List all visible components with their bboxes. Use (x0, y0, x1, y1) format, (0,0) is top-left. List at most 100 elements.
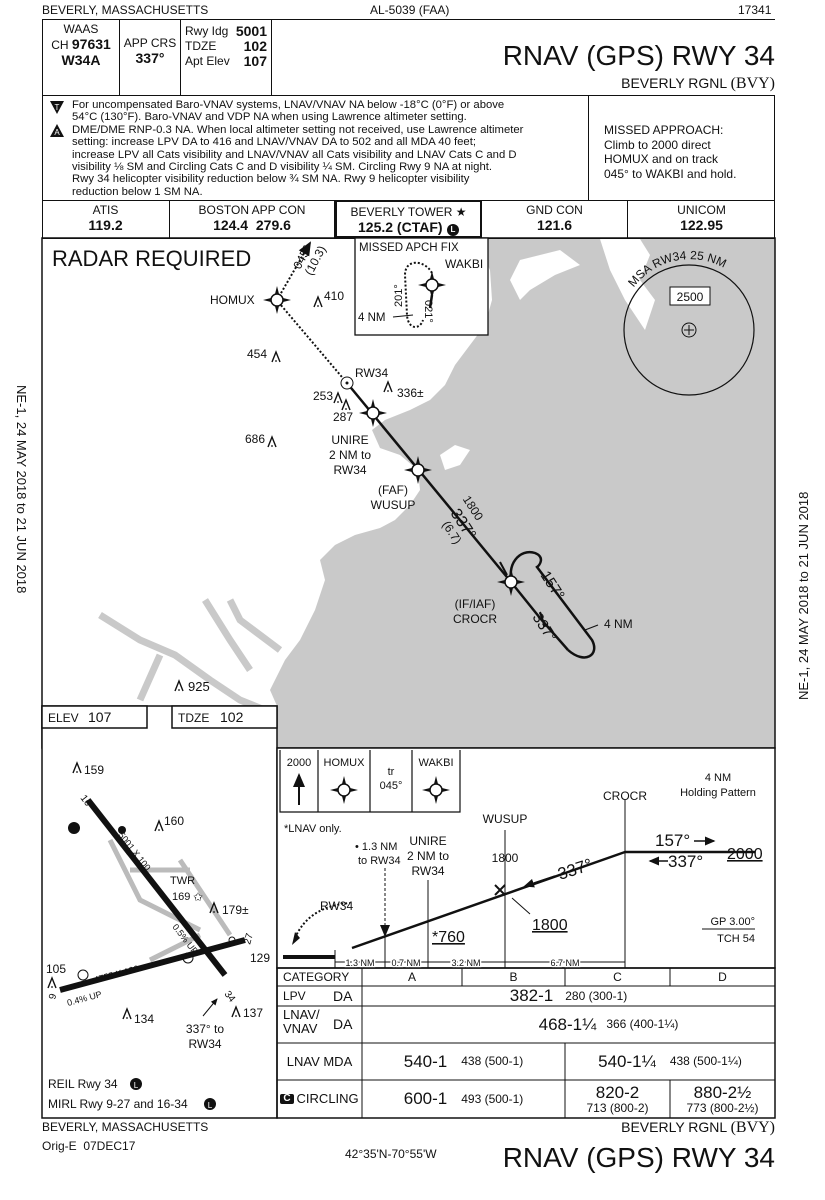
comm-label: UNICOM (677, 203, 726, 217)
procedure-title: RNAV (GPS) RWY 34 (502, 40, 775, 71)
lnav-mda-label: LNAV MDA (286, 1053, 353, 1069)
profile-vdp: to RW34 (358, 855, 401, 867)
obstacle-label: 134 (134, 1012, 154, 1026)
profile-min-alt: 1800 (532, 917, 568, 934)
inset-length: 4 NM (358, 312, 385, 324)
plan-view: RADAR REQUIRED 045°(10.3) HOMUX RW34 UNI… (41, 237, 776, 749)
taxiways (107, 838, 233, 963)
segment-distance: 1.3 NM (345, 958, 374, 968)
part-time-badge: L (447, 224, 459, 236)
lnav-only-note: *LNAV only. (284, 823, 342, 835)
obstacle-label: 105 (46, 962, 66, 976)
fix-rw34[interactable]: RW34 (340, 366, 388, 390)
airport-title: BEVERLY RGNL (BVY) (621, 75, 775, 93)
fix-label: 2 NM to (329, 448, 371, 462)
runway-16-34[interactable] (85, 798, 228, 977)
missed-approach-text: MISSED APPROACH: Climb to 2000 direct HO… (604, 123, 736, 181)
footer-procedure: RNAV (GPS) RWY 34 (502, 1142, 775, 1173)
fix-label: HOMUX (210, 293, 255, 307)
waas-channel: 97631 (71, 36, 111, 52)
lnav-vnav-haa: 366 (400-1¼) (606, 1017, 679, 1032)
profile-rw34: RW34 (320, 899, 353, 913)
comm-freq: 125.2 (CTAF) (358, 219, 443, 235)
runway-9-27[interactable] (59, 937, 246, 993)
comm-label: ATIS (92, 203, 119, 217)
airport-diagram: ELEV 107 TDZE 102 5001 X 100 4755 X 100 … (41, 705, 278, 1119)
lnav-vnav-label: LNAV/ (283, 1007, 320, 1022)
fix-label: RW34 (333, 463, 366, 477)
comm-label: BOSTON APP CON (198, 203, 306, 217)
land-area (270, 239, 775, 748)
wakbi-label: WAKBI (445, 257, 483, 271)
obstacle-label: 287 (333, 410, 353, 424)
obstacle-label: 253 (313, 389, 333, 403)
msa-altitude: 2500 (677, 290, 704, 304)
tch: TCH 54 (717, 933, 755, 945)
comm-freq: 124.4 279.6 (213, 217, 291, 233)
profile-view: 2000 HOMUX tr 045° WAKBI *LNAV only. RW3… (276, 747, 776, 970)
tower-label: TWR (170, 875, 195, 887)
waas-id: W34A (61, 52, 101, 68)
circling-c-haa: 713 (800-2) (586, 1100, 649, 1115)
profile-unire: UNIRE (409, 834, 446, 848)
circling-ab-minimum: 600-1 (403, 1089, 448, 1109)
rwy-ldg-label: Rwy Idg (185, 24, 229, 38)
comm-tower: BEVERLY TOWER ★125.2 (CTAF) L (335, 200, 482, 238)
app-crs-label: APP CRS (123, 36, 177, 50)
fix-unire[interactable]: UNIRE 2 NM to RW34 (329, 398, 388, 477)
obstacle-label: 159 (84, 763, 104, 777)
profile-vdp: • 1.3 NM (355, 841, 397, 853)
lighting-reil: REIL Rwy 34 (48, 1077, 118, 1091)
missed-approach-course (276, 241, 312, 301)
footer-coords: 42°35'N-70°55'W (345, 1147, 437, 1161)
fix-label: UNIRE (331, 433, 368, 447)
obstacle-label: 137 (243, 1006, 263, 1020)
elev-label: ELEV (48, 711, 79, 725)
ma-climb-alt: 2000 (287, 757, 311, 769)
fix-wusup[interactable]: (FAF) WUSUP (371, 455, 433, 512)
lpv-type: DA (333, 987, 353, 1004)
comm-freq: 119.2 (88, 217, 123, 233)
missed-line: Climb to 2000 direct (604, 137, 711, 152)
ch-label: CH (51, 38, 69, 52)
obstacle-label: 454 (247, 347, 267, 361)
segment-distance: 0.7 NM (391, 958, 420, 968)
fix-homux[interactable]: HOMUX (210, 285, 292, 315)
note-line: setting: increase LPV DA to 416 and LNAV… (72, 136, 476, 149)
lnav-vnav-label: VNAV (283, 1021, 318, 1036)
profile-hold-in: 337° (668, 852, 703, 871)
ma-track: tr (388, 766, 395, 778)
tower-elev: 169 (172, 891, 190, 903)
header-location: BEVERLY, MASSACHUSETTS (42, 3, 209, 17)
ma-track-course: 045° (380, 780, 403, 792)
water-inlet (440, 239, 655, 470)
circling-ab-haa: 493 (500-1) (461, 1091, 524, 1106)
lnav-ab-minimum: 540-1 (403, 1051, 448, 1071)
airport-name: BEVERLY RGNL (621, 75, 727, 91)
inset-outbound: 201° (393, 284, 405, 307)
obstacle-label: 336± (397, 386, 424, 400)
comm-label: GND CON (526, 203, 583, 217)
apt-elev-label: Apt Elev (185, 54, 230, 68)
effective-dates-left: NE-1, 24 MAY 2018 to 21 JUN 2018 (14, 385, 29, 593)
obstacle-label: 686 (245, 432, 265, 446)
footer-airport: BEVERLY RGNL (BVY) (621, 1119, 775, 1137)
note-line: DME/DME RNP-0.3 NA. When local altimeter… (72, 123, 524, 136)
lpv-haa: 280 (300-1) (565, 988, 628, 1003)
pilot-controlled-badge: L (208, 1101, 213, 1110)
radar-required: RADAR REQUIRED (52, 246, 251, 271)
obstacle-label: 410 (324, 289, 344, 303)
profile-unire: 2 NM to (407, 849, 449, 863)
comm-freq: 122.95 (680, 217, 723, 233)
circling-d-haa: 773 (800-2½) (686, 1100, 759, 1115)
fix-label: RW34 (355, 366, 388, 380)
tdze-label: TDZE (178, 711, 209, 725)
category-d: D (718, 969, 727, 984)
missed-approach-climb (279, 303, 348, 384)
elev-value: 107 (88, 709, 112, 725)
fix-crocr[interactable]: (IF/IAF) CROCR (453, 567, 526, 626)
